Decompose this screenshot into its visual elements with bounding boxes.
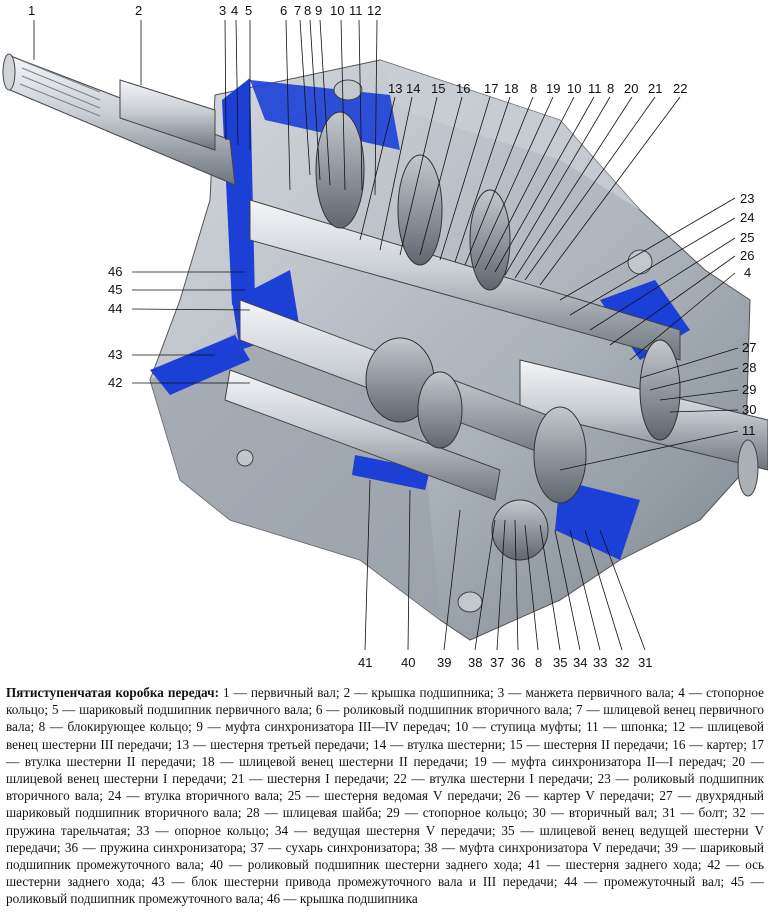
callout-upper-18: 18 — [504, 81, 518, 96]
callout-left-44: 44 — [108, 301, 122, 316]
callout-upper-8b: 8 — [607, 81, 614, 96]
callout-right-30: 30 — [742, 402, 756, 417]
callout-upper-11: 11 — [588, 81, 602, 96]
callout-left-43: 43 — [108, 347, 122, 362]
callout-bottom-37: 37 — [490, 655, 504, 670]
caption-text: 1 — первичный вал; 2 — крышка подшипника… — [6, 685, 765, 907]
callout-upper-19: 19 — [546, 81, 560, 96]
callout-bottom-36: 36 — [511, 655, 525, 670]
bearing-cover — [119, 79, 216, 151]
gearbox-illustration: 1 2 3 4 5 6 7 8 9 10 11 12 13 14 15 16 1… — [2, 3, 768, 670]
callout-top-1: 1 — [28, 3, 35, 18]
caption-title: Пятиступенчатая коробка передач: — [6, 685, 219, 700]
callout-right-24: 24 — [740, 210, 754, 225]
figure-caption: Пятиступенчатая коробка передач: 1 — пер… — [6, 684, 764, 908]
callout-bottom-38: 38 — [468, 655, 482, 670]
callout-right-28: 28 — [742, 360, 756, 375]
callout-right-23: 23 — [740, 191, 754, 206]
callout-right-11: 11 — [742, 423, 756, 438]
callout-top-6: 6 — [280, 3, 287, 18]
callout-top-3: 3 — [219, 3, 226, 18]
callout-bottom-33: 33 — [593, 655, 607, 670]
gears — [315, 111, 681, 561]
callout-right-4: 4 — [744, 265, 751, 280]
callout-left-42: 42 — [108, 375, 122, 390]
callout-top-12: 12 — [367, 3, 381, 18]
callout-bottom-39: 39 — [437, 655, 451, 670]
callout-upper-21: 21 — [648, 81, 662, 96]
callout-bottom-40: 40 — [401, 655, 415, 670]
callout-right-26: 26 — [740, 248, 754, 263]
callout-upper-16: 16 — [456, 81, 470, 96]
callout-top-11: 11 — [349, 3, 363, 18]
callout-upper-14: 14 — [406, 81, 420, 96]
callout-upper-22: 22 — [673, 81, 687, 96]
callout-bottom-31: 31 — [638, 655, 652, 670]
callout-top-5: 5 — [245, 3, 252, 18]
callout-top-7: 7 — [294, 3, 301, 18]
callout-top-9: 9 — [315, 3, 322, 18]
callout-upper-15: 15 — [431, 81, 445, 96]
callout-right-29: 29 — [742, 382, 756, 397]
leader-lines — [33, 19, 739, 651]
callout-top-10: 10 — [330, 3, 344, 18]
callout-top-2: 2 — [135, 3, 142, 18]
callout-upper-20: 20 — [624, 81, 638, 96]
callout-numbers: 1 2 3 4 5 6 7 8 9 10 11 12 13 14 15 16 1… — [28, 3, 756, 670]
callout-bottom-8: 8 — [535, 655, 542, 670]
callout-left-45: 45 — [108, 282, 122, 297]
callout-bottom-32: 32 — [615, 655, 629, 670]
callout-right-27: 27 — [742, 340, 756, 355]
callout-bottom-35: 35 — [553, 655, 567, 670]
callout-left-46: 46 — [108, 264, 122, 279]
callout-right-25: 25 — [740, 230, 754, 245]
callout-bottom-34: 34 — [573, 655, 587, 670]
callout-bottom-41: 41 — [358, 655, 372, 670]
bolts — [236, 79, 653, 613]
callout-upper-10: 10 — [567, 81, 581, 96]
callout-top-4: 4 — [231, 3, 238, 18]
callout-upper-17: 17 — [484, 81, 498, 96]
callout-top-8: 8 — [304, 3, 311, 18]
callout-upper-13: 13 — [388, 81, 402, 96]
callout-upper-8a: 8 — [530, 81, 537, 96]
